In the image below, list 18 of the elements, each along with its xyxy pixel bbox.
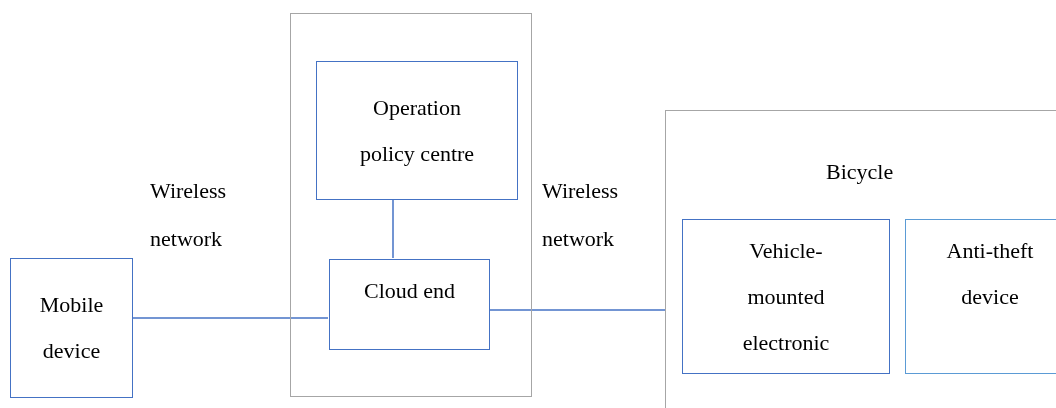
process-box: [329, 259, 490, 350]
process-box: [10, 258, 133, 398]
box-label: Cloud end: [363, 277, 456, 305]
network-label: Wireless network: [150, 177, 228, 253]
connector-line: [488, 309, 666, 311]
process-box: [316, 61, 518, 200]
container-box: [665, 110, 1056, 408]
box-heading: Bicycle: [826, 159, 894, 185]
connector-line: [132, 317, 329, 319]
box-label: Vehicle-mounted electronic: [741, 237, 831, 357]
network-label: Wireless network: [542, 177, 620, 253]
box-label: Anti-theft device: [945, 237, 1035, 311]
process-box: [905, 219, 1056, 374]
box-label: Operation policy centre: [358, 93, 476, 168]
group-box: [290, 13, 532, 397]
process-box: [682, 219, 890, 374]
connector-line: [392, 198, 394, 259]
box-label: Mobile device: [38, 291, 105, 365]
